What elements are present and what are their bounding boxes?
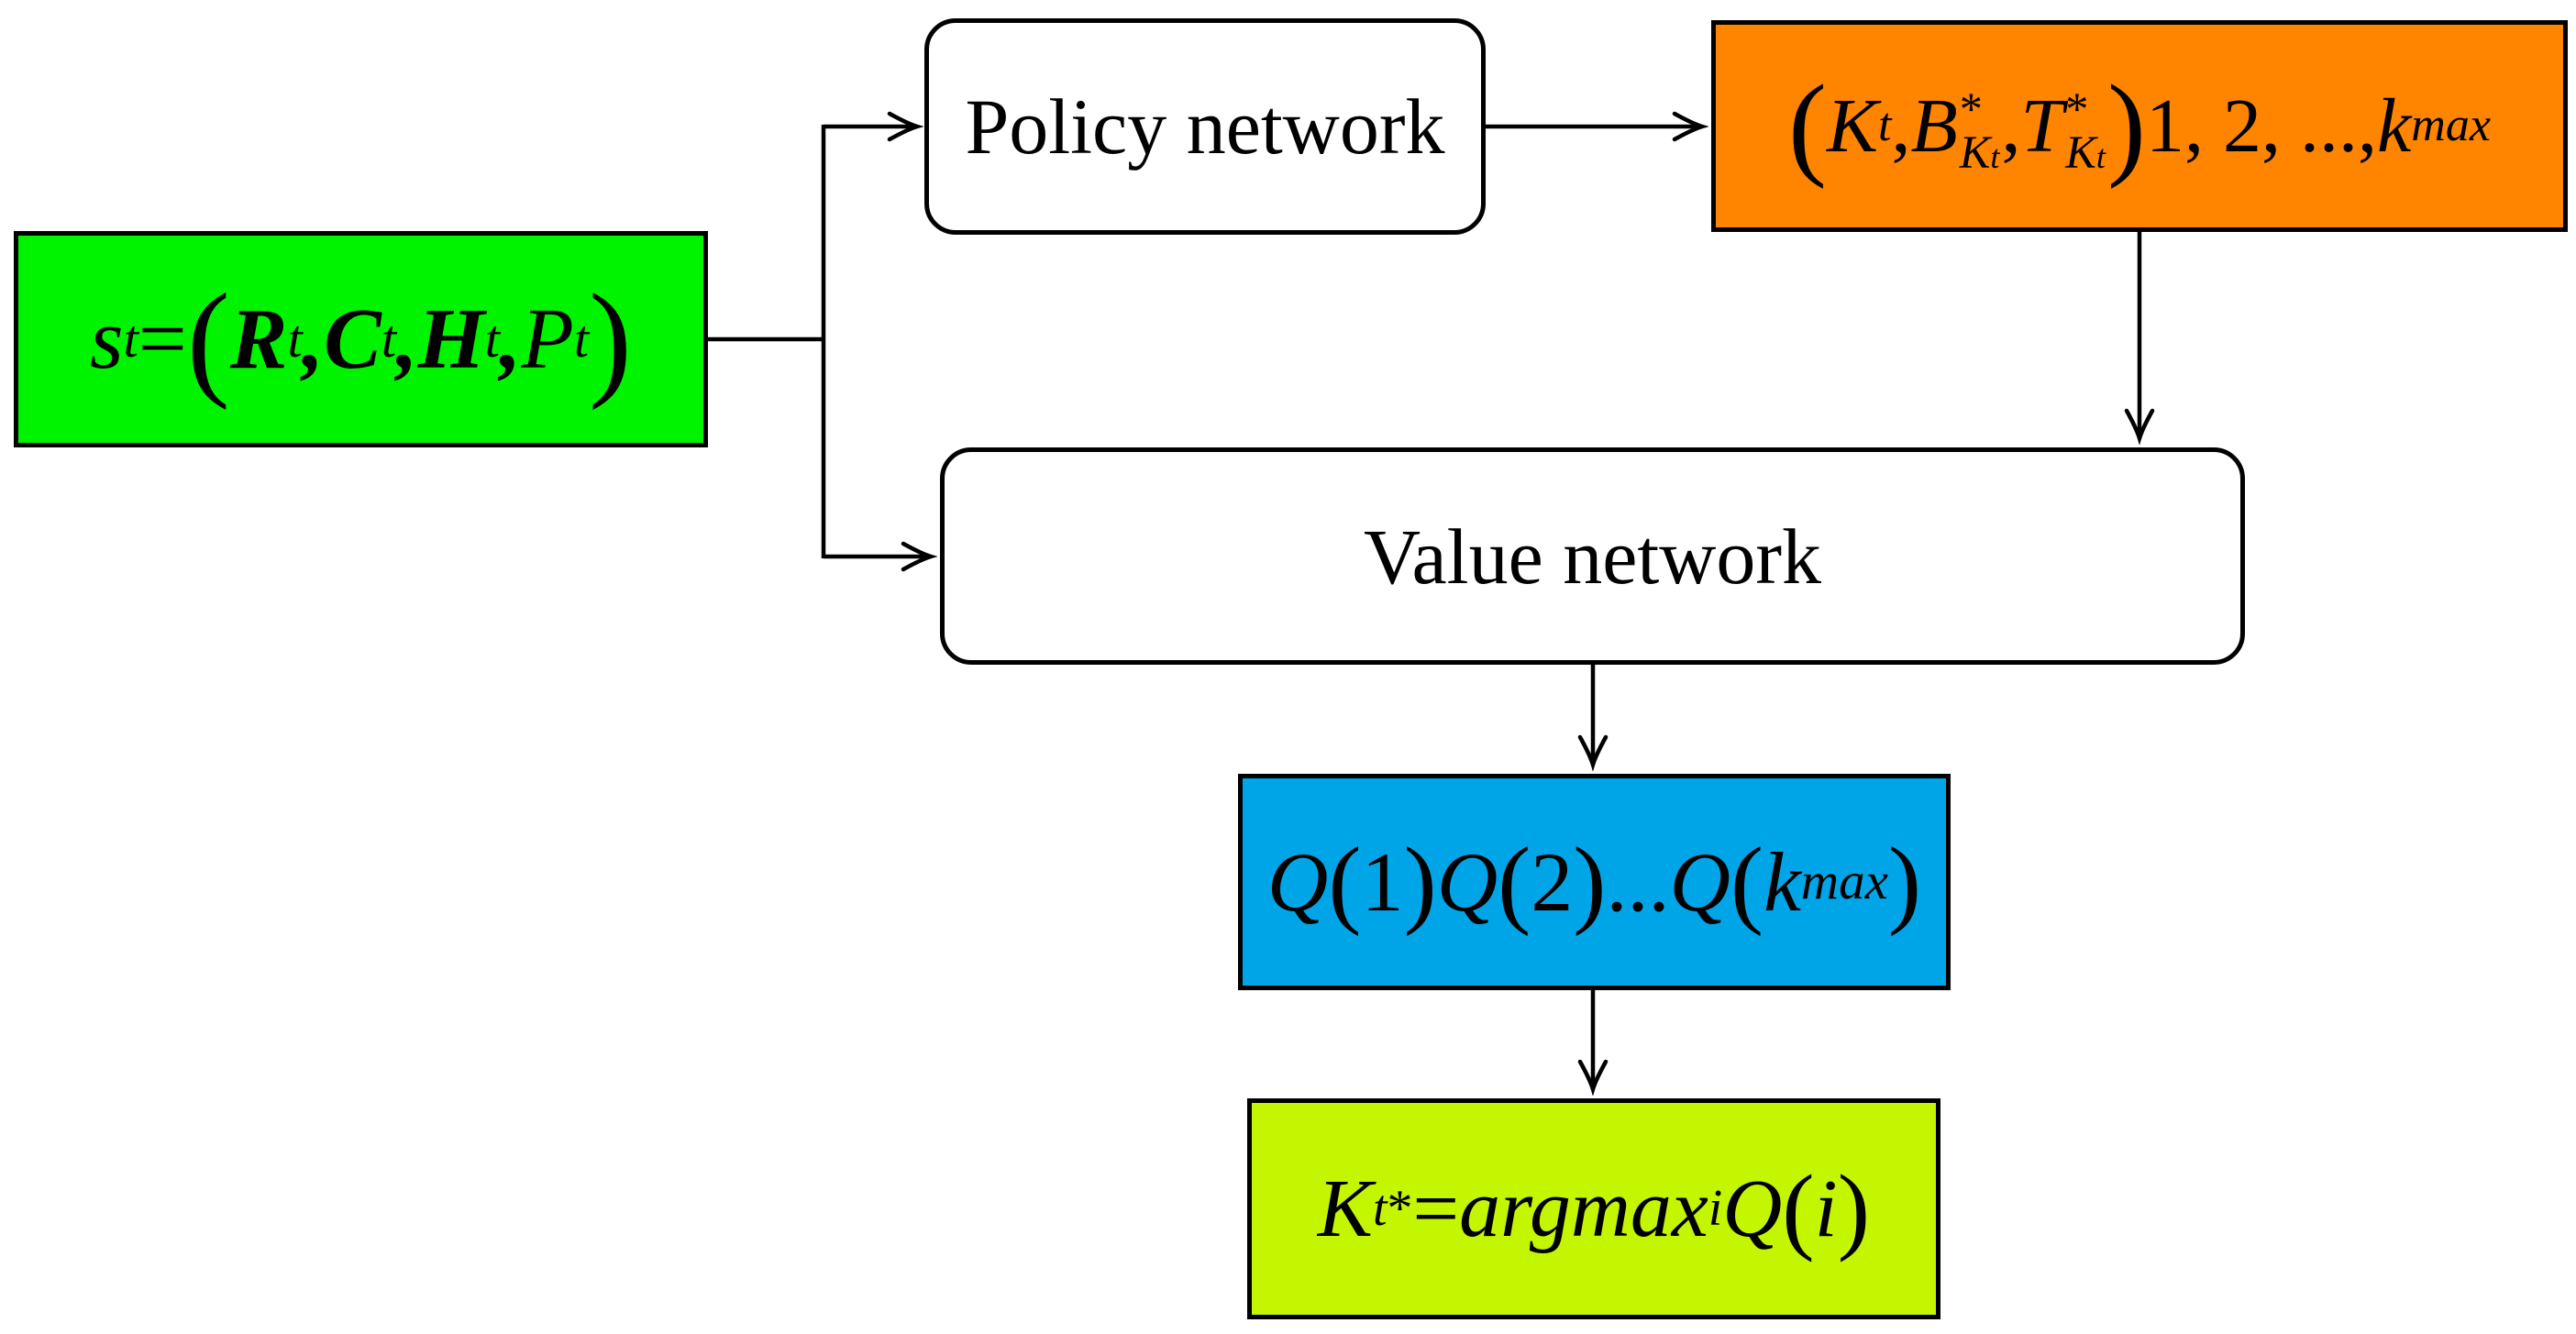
policy-network-label: Policy network bbox=[965, 83, 1445, 171]
node-value-network: Value network bbox=[940, 447, 2245, 665]
node-policy-network: Policy network bbox=[924, 18, 1486, 235]
value-network-label: Value network bbox=[1363, 512, 1822, 601]
